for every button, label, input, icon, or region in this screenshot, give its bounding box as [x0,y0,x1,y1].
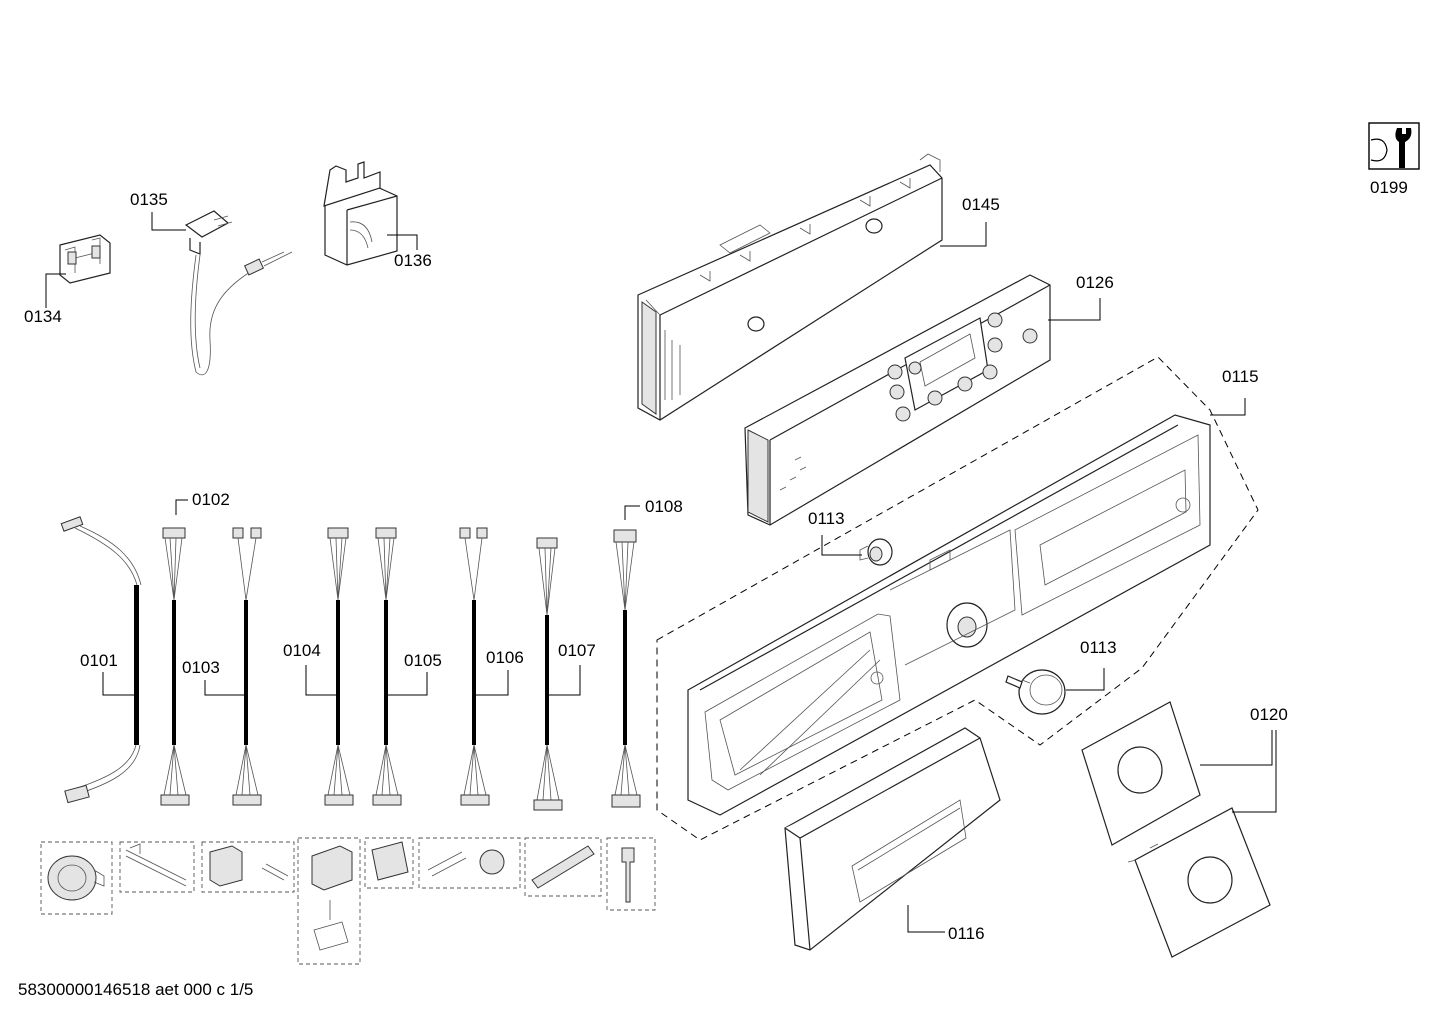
motor-thumb [47,855,105,901]
label-0105: 0105 [404,651,442,670]
part-0101-cable-harness [60,516,142,804]
part-0126-control-pcb [744,274,1051,526]
label-0113-upper: 0113 [808,509,845,528]
part-0113-programme-knob [1005,669,1066,715]
part-0104-cable-harness [324,527,354,806]
label-0145: 0145 [962,195,1000,214]
thumb-valve [201,841,295,893]
label-0101: 0101 [80,651,118,670]
part-0102-cable-harness [160,527,190,806]
label-0108: 0108 [645,497,683,516]
label-0134: 0134 [24,307,62,326]
label-0126: 0126 [1076,273,1114,292]
part-0145-module-housing [637,153,943,421]
label-0103: 0103 [182,658,220,677]
label-0102: 0102 [192,490,230,509]
label-0116: 0116 [948,924,985,943]
part-0120-knob-plates [1081,701,1271,958]
component-thumbnails [40,837,656,965]
part-0105-cable-harness [372,527,402,806]
label-0104: 0104 [283,641,321,660]
label-0107: 0107 [558,641,596,660]
thumb-lock [364,837,414,889]
part-0116-dispenser-handle [784,727,1001,951]
part-0115-control-panel [687,414,1211,816]
part-0106-cable-harness [459,527,490,806]
outline-0115 [656,356,1259,841]
wrench-icon [1368,122,1420,170]
part-0103-cable-harness [232,527,262,806]
thumb-heater [119,841,195,893]
document-footer: 58300000146518 aet 000 c 1/5 [18,980,254,999]
thumb-pcb [524,837,602,897]
thumb-pump [297,837,361,965]
part-0113-knob-ring [859,538,893,566]
part-0135-power-cord [184,210,293,376]
part-0134-clip [59,234,111,284]
part-0107-cable-harness [533,537,563,811]
part-0136-interference-filter [323,161,398,266]
label-0115: 0115 [1222,367,1259,386]
label-0136: 0136 [394,251,432,270]
label-0120: 0120 [1250,705,1288,724]
thumb-ntc [606,837,656,911]
part-0108-cable-harness [611,529,641,808]
label-0135: 0135 [130,190,168,209]
label-0106: 0106 [486,648,524,667]
label-0199: 0199 [1370,178,1408,197]
label-0113-lower: 0113 [1080,638,1117,657]
thumb-sensor [418,837,521,889]
thumb-motor [40,841,113,915]
